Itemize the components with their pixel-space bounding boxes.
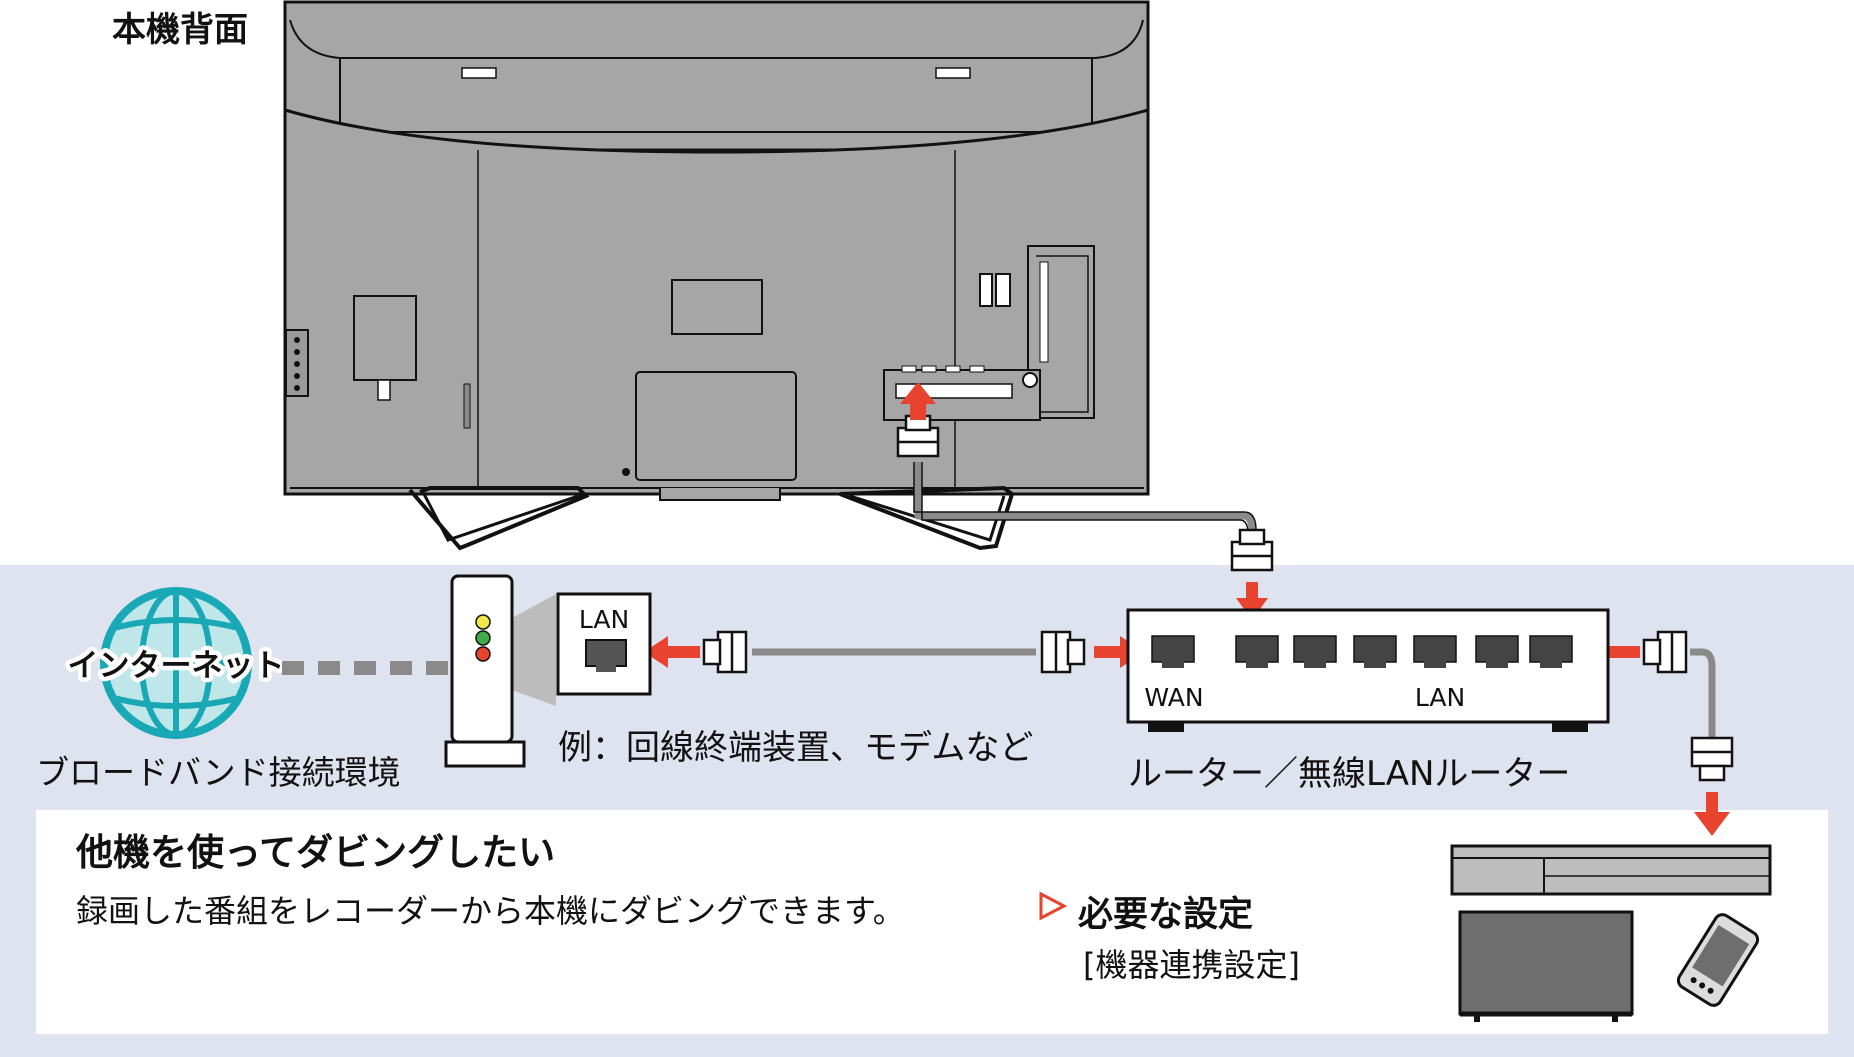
- router-label: ルーター／無線LANルーター: [1128, 754, 1571, 794]
- modem-device: [444, 574, 556, 768]
- smartphone-icon: [1676, 913, 1760, 1007]
- usecase-description: 録画した番組をレコーダーから本機にダビングできます。: [76, 892, 905, 930]
- router-wan-label: WAN: [1144, 683, 1203, 712]
- usecase-title: 他機を使ってダビングしたい: [76, 831, 556, 874]
- requirement-link[interactable]: [機器連携設定]: [1083, 946, 1300, 984]
- modem-lan-port-box: [556, 592, 652, 696]
- globe-icon: [100, 587, 252, 739]
- tv-rear: [283, 0, 1150, 551]
- modem-example-note: 例：回線終端装置、モデムなど: [558, 728, 1034, 768]
- lan-port-icon: [585, 639, 627, 672]
- broadband-label: ブロードバンド接続環境: [36, 753, 401, 792]
- lan-plugs: [702, 414, 1734, 782]
- triangle-right-icon: [1039, 891, 1068, 921]
- internet-label: インターネット: [68, 648, 285, 684]
- tv-rear-label: 本機背面: [112, 10, 248, 50]
- router-lan-label: LAN: [1415, 683, 1465, 712]
- television-icon: [1458, 910, 1634, 1022]
- modem-lan-port-label: LAN: [579, 605, 629, 634]
- router-device: [1126, 608, 1610, 732]
- requirement-heading: 必要な設定: [1078, 895, 1254, 935]
- recorder-device: [1450, 844, 1772, 896]
